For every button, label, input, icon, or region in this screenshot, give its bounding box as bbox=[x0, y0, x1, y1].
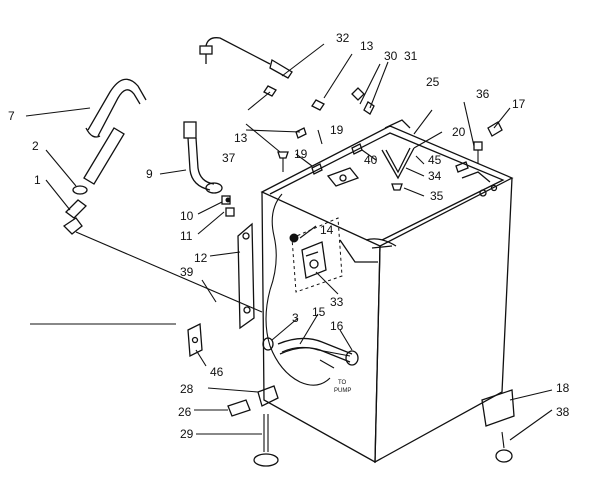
callout-25: 25 bbox=[426, 75, 440, 89]
callout-3: 3 bbox=[292, 311, 299, 325]
callout-45: 45 bbox=[428, 153, 442, 167]
callout-33: 33 bbox=[330, 295, 344, 309]
callout-26: 26 bbox=[178, 405, 192, 419]
callout-1: 1 bbox=[34, 173, 41, 187]
callout-18: 18 bbox=[556, 381, 570, 395]
to-pump-note: TO PUMP bbox=[319, 359, 351, 394]
clip-17 bbox=[487, 121, 503, 137]
callout-40: 40 bbox=[364, 153, 378, 167]
callout-34: 34 bbox=[428, 169, 442, 183]
cabinet bbox=[260, 119, 514, 464]
to-pump-line1: TO bbox=[338, 380, 347, 386]
callout-29: 29 bbox=[180, 427, 194, 441]
hose-extension-part bbox=[83, 127, 125, 185]
screw-13b bbox=[311, 99, 325, 111]
callout-19-lower: 19 bbox=[294, 147, 308, 161]
callout-36: 36 bbox=[476, 87, 490, 101]
internal-wiring bbox=[265, 193, 331, 386]
leveling-leg-part bbox=[253, 414, 279, 467]
callout-17: 17 bbox=[512, 97, 526, 111]
hose-clamp-part bbox=[62, 185, 88, 235]
callout-14: 14 bbox=[320, 223, 334, 237]
screw-13a bbox=[263, 85, 277, 97]
screw-35 bbox=[391, 183, 403, 191]
side-panel-part bbox=[237, 222, 255, 330]
callout-16: 16 bbox=[330, 319, 344, 333]
clip-19b bbox=[311, 163, 323, 175]
screw-37 bbox=[277, 151, 289, 172]
callout-9: 9 bbox=[146, 167, 153, 181]
bracket-40 bbox=[326, 167, 360, 187]
callout-15: 15 bbox=[312, 305, 326, 319]
bracket-46 bbox=[187, 322, 203, 358]
corner-brace-part bbox=[481, 389, 515, 427]
pump-hose-part bbox=[277, 337, 359, 366]
clip-19a bbox=[295, 127, 307, 139]
callout-30: 30 bbox=[384, 49, 398, 63]
callout-32: 32 bbox=[336, 31, 350, 45]
v-bracket-34 bbox=[381, 147, 415, 180]
clip-30 bbox=[351, 87, 365, 101]
foot-38 bbox=[495, 431, 513, 463]
callout-39: 39 bbox=[180, 265, 194, 279]
drain-line bbox=[75, 231, 263, 313]
callout-35: 35 bbox=[430, 189, 444, 203]
callouts: 32 13 30 31 25 36 17 7 13 19 20 2 37 19 … bbox=[8, 31, 570, 441]
callout-10: 10 bbox=[180, 209, 194, 223]
fill-hose-part bbox=[183, 121, 223, 194]
clip-31 bbox=[363, 101, 375, 115]
callout-2: 2 bbox=[32, 139, 39, 153]
callout-20: 20 bbox=[452, 125, 466, 139]
callout-46: 46 bbox=[210, 365, 224, 379]
leader-lines bbox=[25, 43, 553, 441]
callout-11: 11 bbox=[180, 229, 193, 243]
to-pump-line2: PUMP bbox=[334, 388, 351, 394]
callout-37: 37 bbox=[222, 151, 236, 165]
hose-clamp-3 bbox=[262, 337, 274, 351]
callout-7: 7 bbox=[8, 109, 15, 123]
pressure-switch-part bbox=[289, 233, 327, 279]
callout-12: 12 bbox=[194, 251, 208, 265]
drain-hose-part bbox=[85, 78, 147, 138]
leveling-bracket-part bbox=[227, 385, 279, 417]
mounting-outline bbox=[291, 217, 343, 293]
callout-13-top: 13 bbox=[360, 39, 374, 53]
screw-36 bbox=[473, 141, 483, 164]
callout-19-upper: 19 bbox=[330, 123, 344, 137]
callout-31: 31 bbox=[404, 49, 418, 63]
hose-connector-part bbox=[221, 195, 235, 217]
callout-28: 28 bbox=[180, 382, 194, 396]
callout-38: 38 bbox=[556, 405, 570, 419]
callout-13-left: 13 bbox=[234, 131, 248, 145]
wire-plug-part bbox=[199, 37, 293, 79]
bracket-45 bbox=[455, 161, 469, 173]
